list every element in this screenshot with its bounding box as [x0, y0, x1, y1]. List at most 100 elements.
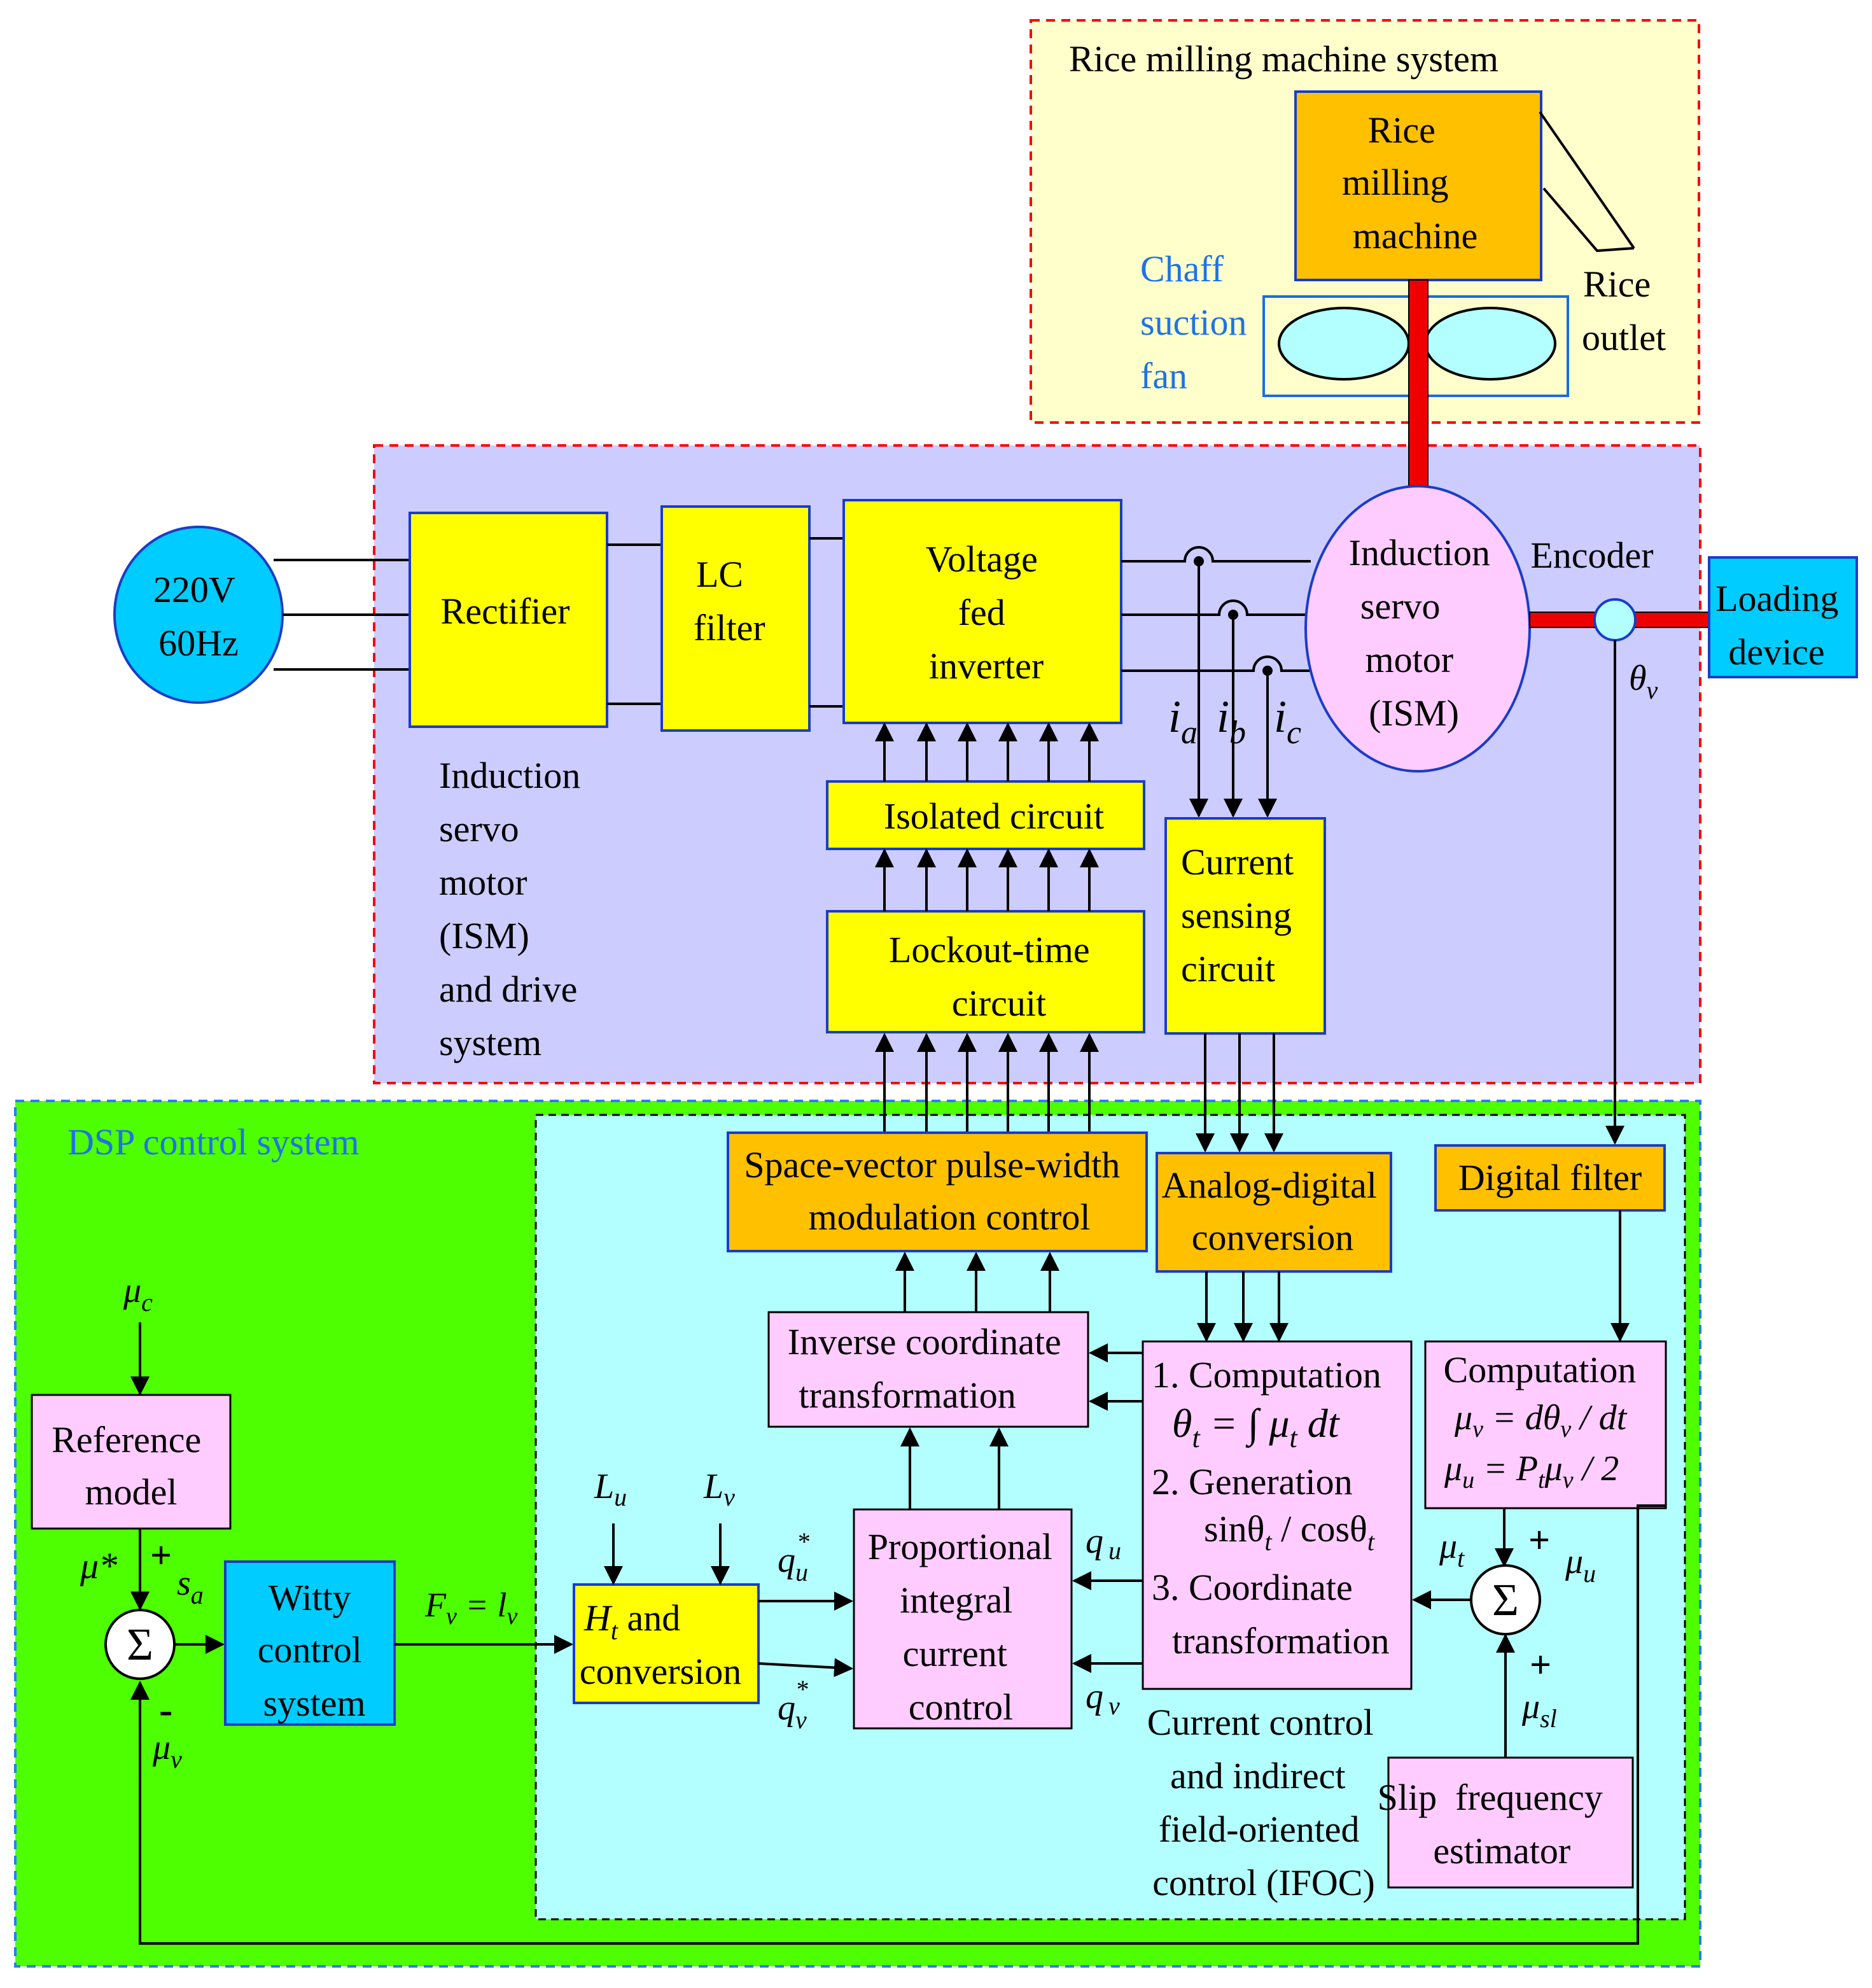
slip-frequency-estimator-box: [1387, 1756, 1634, 1889]
l-v-label: Lv: [703, 1467, 735, 1511]
inverse-coordinate-box: [767, 1311, 1089, 1428]
plus-left: +: [150, 1534, 172, 1576]
gate-signal-arrows-middle: [875, 848, 1099, 911]
inverter-label: Voltage fed inverter: [926, 538, 1047, 687]
slip-estimator-label: Slip frequency estimator: [1378, 1777, 1603, 1872]
current-sensing-label: Current sensing circuit: [1181, 841, 1303, 990]
chaff-fan-blade-right: [1424, 307, 1556, 381]
isolated-circuit-box: [826, 780, 1145, 850]
motor-label: Induction servo motor (ISM): [1349, 532, 1500, 734]
chaff-suction-fan-label: Chaff suction fan: [1140, 248, 1256, 396]
ifoc-step-3: 3. Coordinate: [1152, 1567, 1353, 1608]
lockout-time-label: Lockout-time circuit: [889, 929, 1099, 1024]
gate-signal-arrows-lower: [875, 1033, 1099, 1133]
ifoc-computation-box: [1142, 1340, 1413, 1690]
svpwm-label: Space-vector pulse-width modulation cont…: [744, 1144, 1129, 1238]
loading-device-box: [1708, 556, 1858, 678]
ht-conversion-label-1: Ht and: [583, 1597, 680, 1645]
svpwm-box: [727, 1131, 1148, 1252]
adc-box: [1156, 1152, 1392, 1273]
ifoc-caption: Current control and indirect field-orien…: [1147, 1702, 1383, 1903]
q-v-star-label: qv*: [778, 1675, 808, 1734]
speed-computation-box: [1424, 1340, 1667, 1509]
digital-filter-label: Digital filter: [1458, 1157, 1642, 1198]
loading-device-label: Loading device: [1715, 578, 1848, 673]
lc-filter-box: [660, 505, 811, 732]
adc-label: Analog-digital conversion: [1162, 1165, 1387, 1258]
source-rectifier-wires: [274, 559, 410, 671]
sum-right-symbol: Σ: [1492, 1574, 1519, 1625]
l-inputs-arrows: [604, 1523, 730, 1585]
fv-label: Fv = lv: [424, 1586, 517, 1630]
l-u-label: Lu: [594, 1467, 627, 1511]
phase-wire-a: [1121, 546, 1311, 563]
current-ic-label: ic: [1274, 691, 1301, 751]
ifoc-to-pi-arrows: [1072, 1571, 1143, 1673]
induction-servo-motor: [1304, 485, 1531, 773]
encoder-icon: [1593, 598, 1637, 641]
ht-conversion-box: [573, 1583, 760, 1704]
digital-filter-box: [1434, 1144, 1666, 1212]
rice-milling-machine-box: [1294, 90, 1542, 281]
ht-to-pi-arrows: [758, 1592, 853, 1677]
reference-model-box: [31, 1394, 232, 1530]
phase-wire-b: [1121, 599, 1306, 616]
sensing-to-adc-arrows: [1196, 1033, 1283, 1152]
lc-filter-label: LC filter: [694, 554, 765, 648]
pi-control-label: Proportional integral current control: [868, 1526, 1061, 1728]
ifoc-theta-eq: θt = ∫ μt dt: [1172, 1401, 1341, 1453]
drive-system-caption: Induction servo motor (ISM) and drive sy…: [439, 755, 590, 1063]
s-a-label: sa: [177, 1564, 204, 1609]
mu-star-label: μ*: [80, 1545, 117, 1586]
current-sensing-box: [1164, 817, 1326, 1035]
pi-to-inverse-arrows: [900, 1427, 1009, 1509]
ifoc-step-1: 1. Computation: [1152, 1354, 1381, 1396]
rice-outlet-label: Rice outlet: [1582, 263, 1666, 358]
inverse-coordinate-label: Inverse coordinate transformation: [788, 1321, 1070, 1416]
rectifier-box: [409, 512, 608, 728]
reference-model-label: Reference model: [52, 1419, 211, 1513]
ifoc-step-2: 2. Generation: [1152, 1461, 1353, 1502]
isolated-circuit-label: Isolated circuit: [884, 795, 1104, 837]
adc-to-ifoc-arrows: [1197, 1271, 1289, 1342]
ifoc-to-inverse-arrows: [1089, 1343, 1143, 1411]
inverse-to-svpwm-arrows: [895, 1252, 1059, 1312]
gate-signal-arrows-upper: [875, 722, 1099, 781]
ac-source-label: 220V 60Hz: [153, 569, 244, 664]
minus-left: -: [159, 1687, 172, 1732]
mu-c-label: μc: [123, 1271, 153, 1317]
rice-milling-machine-label: Rice milling machine: [1342, 109, 1477, 256]
theta-v-label: θv: [1629, 659, 1658, 704]
mu-v-label: μv: [152, 1728, 182, 1774]
current-ib-label: ib: [1217, 691, 1246, 751]
ht-conversion-label-2: conversion: [580, 1651, 742, 1692]
lockout-time-box: [826, 910, 1145, 1033]
rectifier-lc-wires: [607, 543, 662, 705]
speed-feedback-loop: [130, 1504, 1666, 1945]
mu-t-label: μt: [1439, 1527, 1465, 1572]
computation-title: Computation: [1444, 1349, 1637, 1390]
rice-outlet-chute: [1539, 111, 1635, 253]
chaff-fan-blade-left: [1278, 307, 1410, 381]
lc-inverter-wires: [809, 537, 844, 708]
mu-u-label: μu: [1565, 1542, 1596, 1588]
witty-control-label: Witty control system: [258, 1577, 372, 1724]
ac-source-220v: [113, 526, 284, 704]
dsp-system-title: DSP control system: [67, 1121, 360, 1163]
rice-system-title: Rice milling machine system: [1069, 38, 1498, 80]
encoder-label: Encoder: [1530, 535, 1653, 576]
mu-sl-label: μsl: [1521, 1687, 1557, 1733]
current-ia-label: ia: [1168, 691, 1198, 751]
rectifier-label: Rectifier: [441, 591, 570, 632]
ifoc-step-3b: transformation: [1172, 1620, 1389, 1662]
computation-eq1: μv = dθv / dt: [1454, 1398, 1628, 1443]
witty-control-box: [224, 1560, 396, 1726]
computation-eq2: μu = Ptμv / 2: [1444, 1449, 1619, 1494]
voltage-fed-inverter-box: [842, 499, 1122, 724]
plus-top-right: +: [1528, 1519, 1550, 1561]
pi-current-control-box: [853, 1508, 1073, 1730]
phase-wire-c: [1121, 655, 1312, 672]
